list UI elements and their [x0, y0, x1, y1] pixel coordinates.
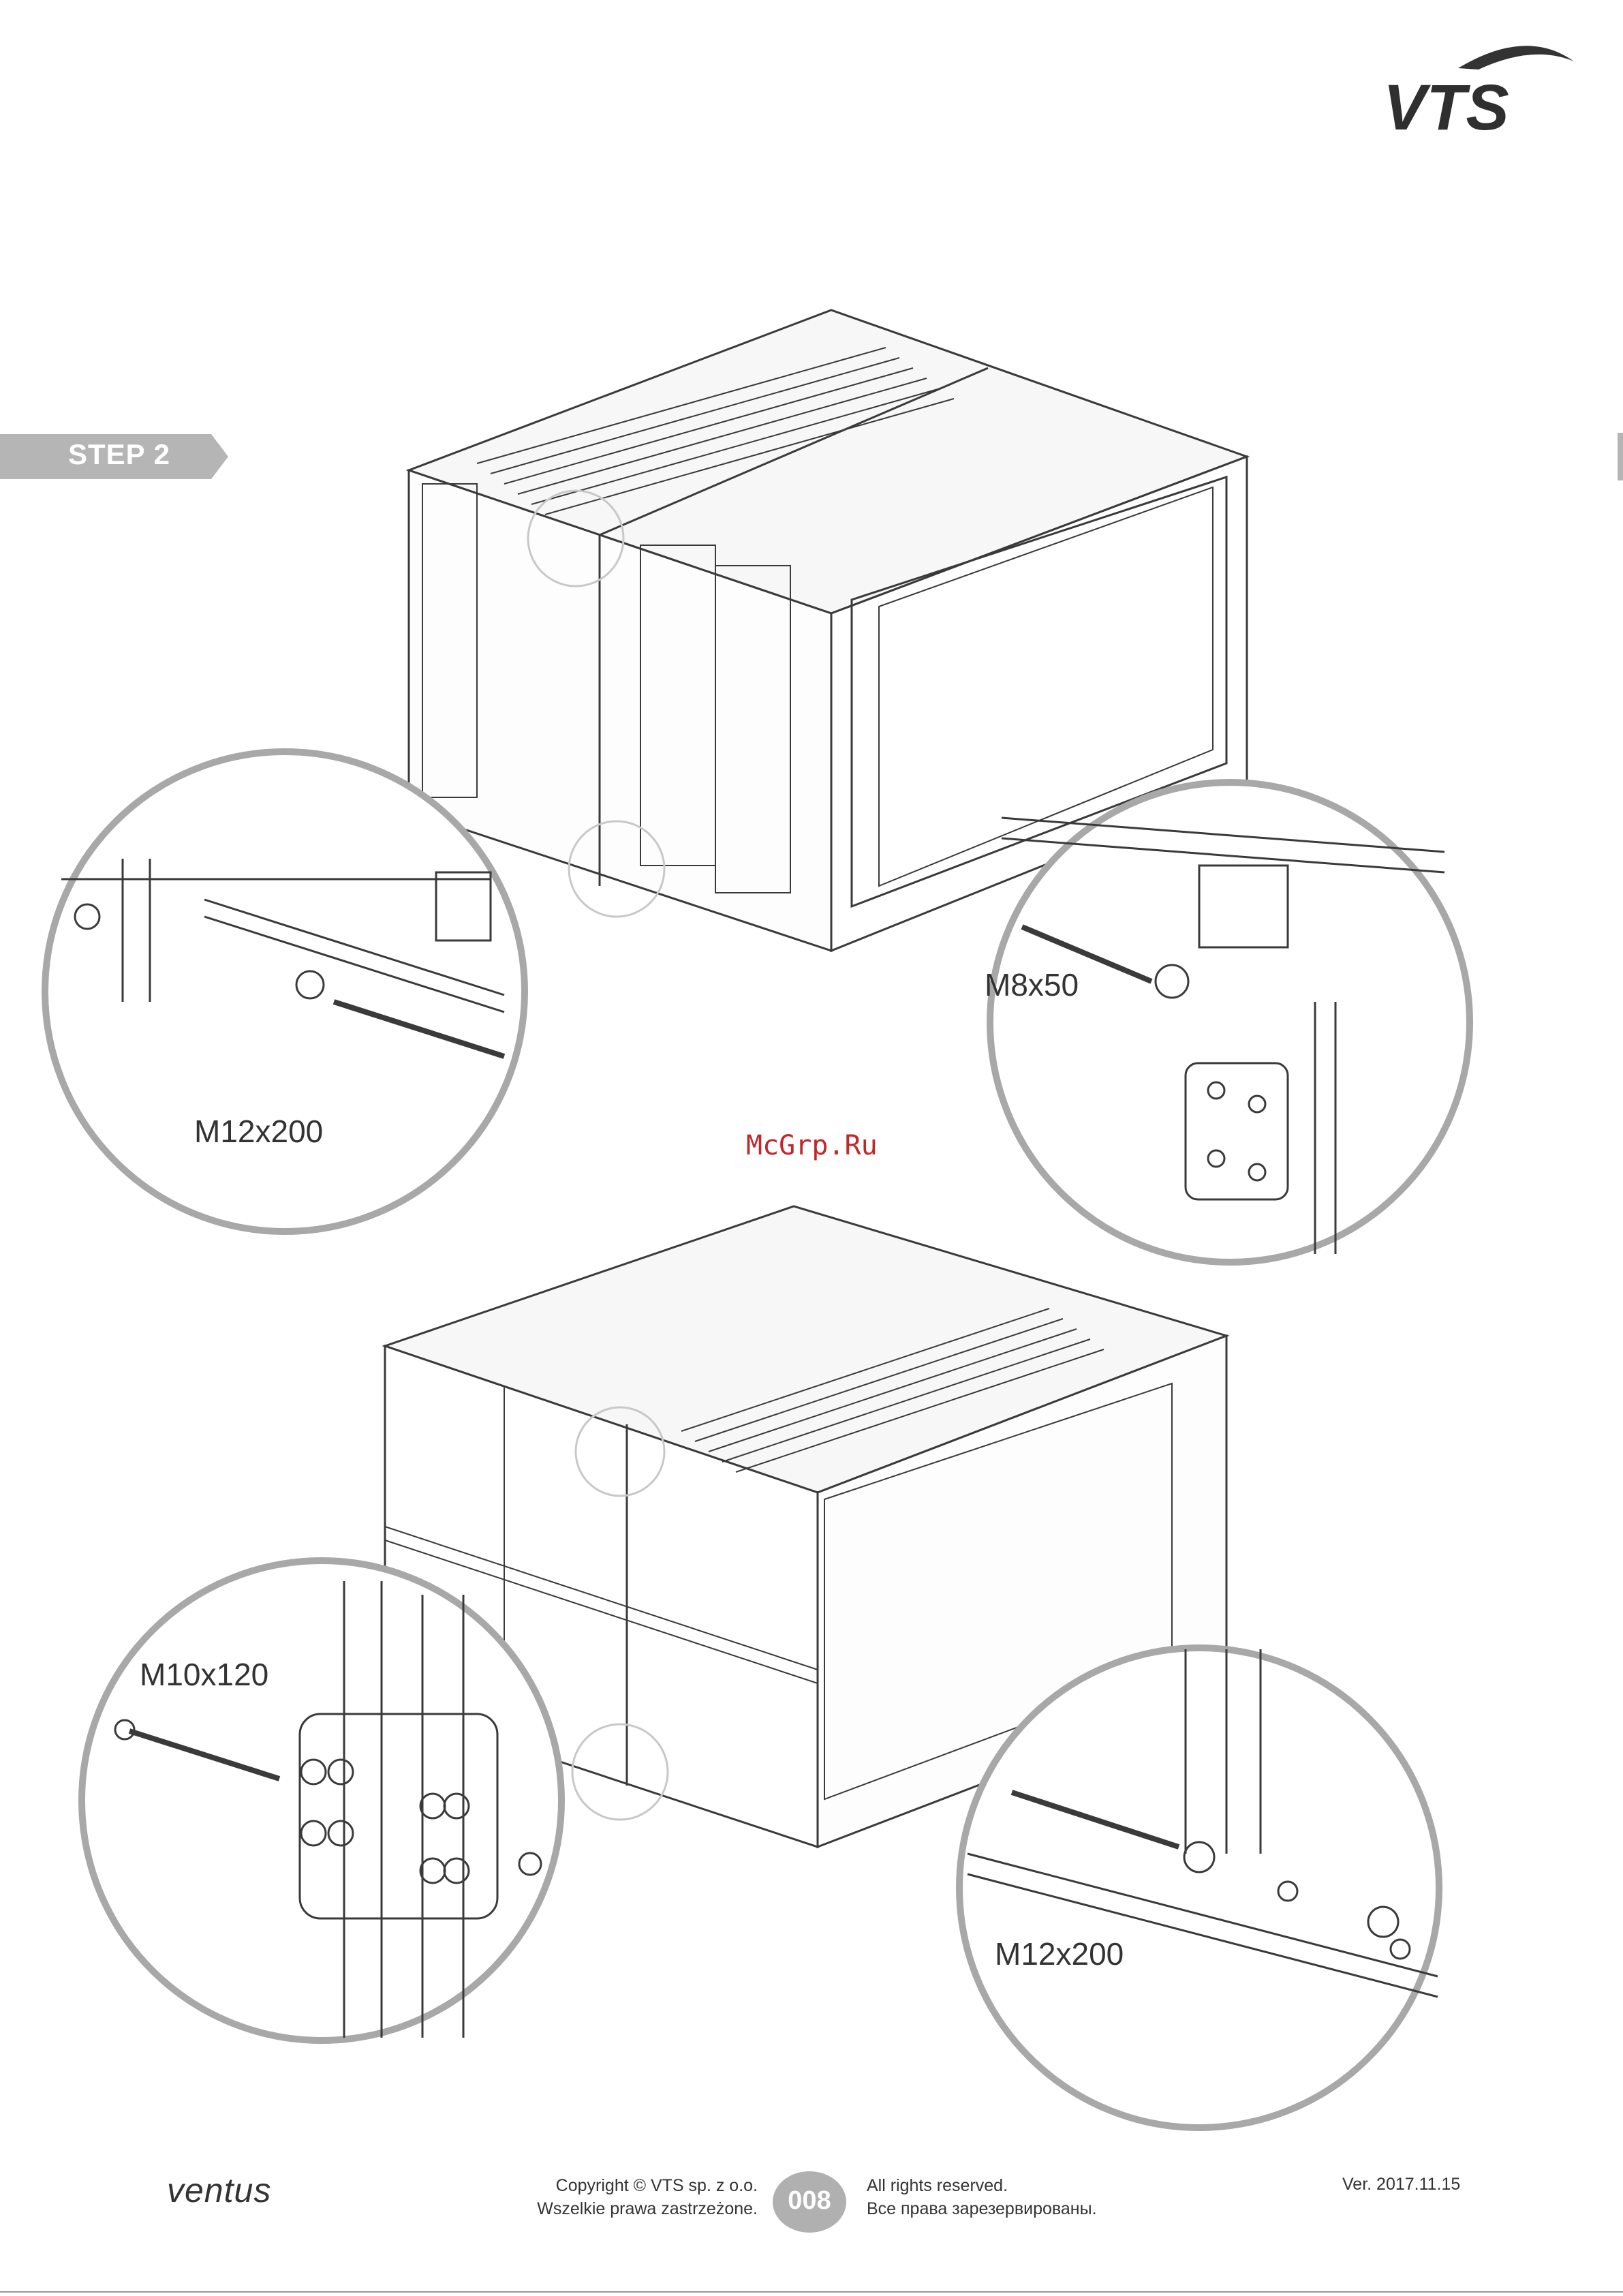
copyright-line-1: Copyright © VTS sp. z o.o. [512, 2174, 758, 2197]
rights-line-1: All rights reserved. [867, 2174, 1097, 2197]
assembly-drawing [0, 0, 1623, 2181]
detail-circle-top-right [990, 782, 1470, 1262]
rights-block: All rights reserved. Все права зарезерви… [867, 2174, 1097, 2220]
rights-line-2: Все права зарезервированы. [867, 2197, 1097, 2220]
page-number: 008 [773, 2186, 846, 2216]
detail-circle-bottom-left [82, 1561, 561, 2040]
callout-bottom-right-m12x200: M12x200 [995, 1935, 1124, 1972]
copyright-block: Copyright © VTS sp. z o.o. Wszelkie praw… [512, 2174, 758, 2220]
callout-bottom-left-m10x120: M10x120 [140, 1656, 268, 1693]
callout-top-right-m8x50: M8x50 [985, 966, 1079, 1003]
copyright-line-2: Wszelkie prawa zastrzeżone. [512, 2197, 758, 2220]
detail-circle-bottom-right [959, 1648, 1439, 2128]
detail-circle-top-left [45, 752, 525, 1231]
footer-divider [0, 2291, 1623, 2293]
version-label: Ver. 2017.11.15 [1342, 2173, 1460, 2196]
watermark-text: McGrp.Ru [746, 1130, 878, 1161]
ventus-logo: ventus [167, 2171, 271, 2210]
callout-top-left-m12x200: M12x200 [194, 1113, 323, 1150]
